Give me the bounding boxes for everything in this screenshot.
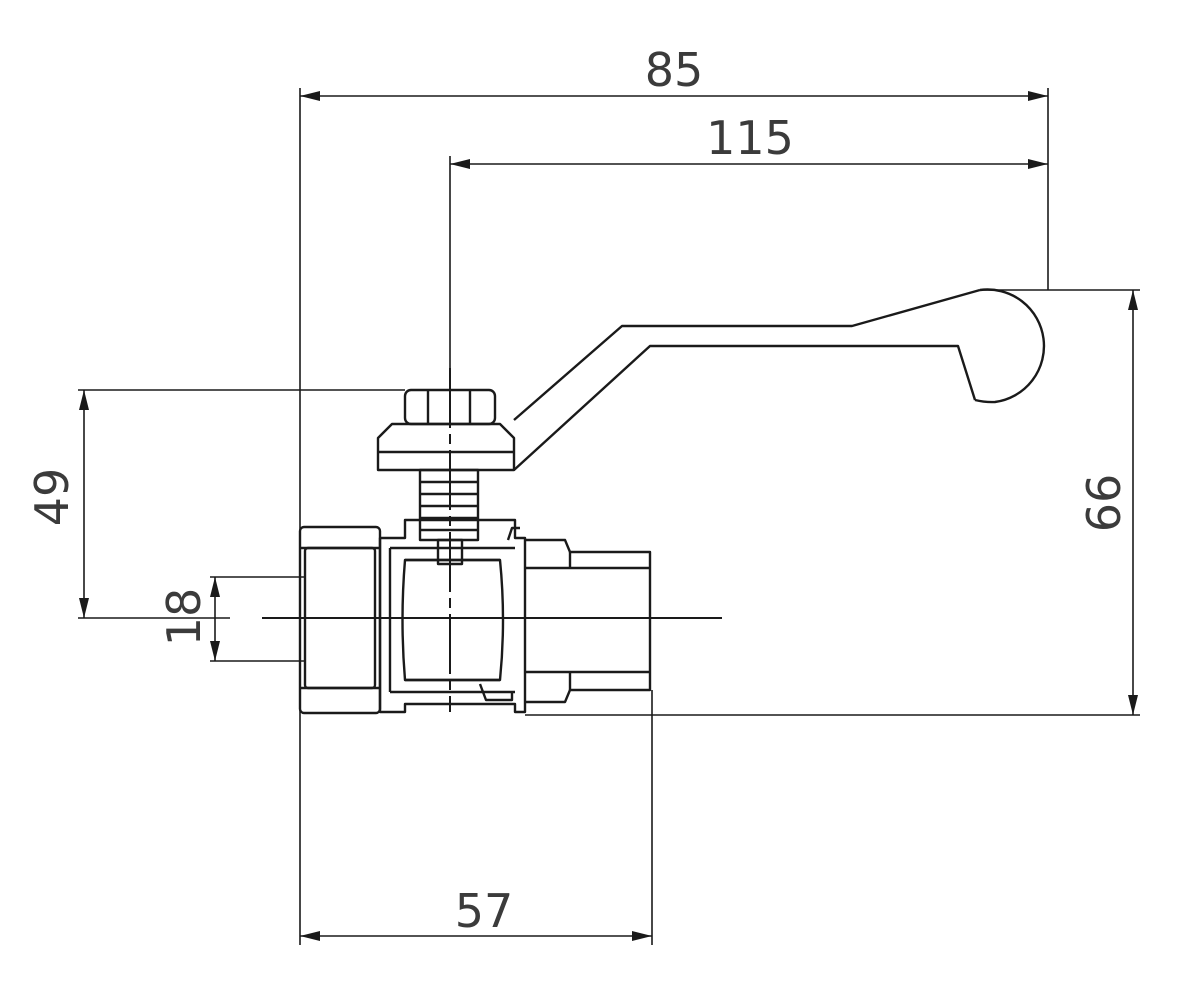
dim-label-49: 49 [25, 468, 79, 527]
dimension-labels: 85 115 66 49 18 57 [25, 43, 1131, 938]
center-lines [262, 368, 722, 712]
gland-nut [376, 422, 516, 472]
extension-lines [78, 88, 1140, 945]
valve-body [298, 388, 652, 715]
dim-label-115: 115 [706, 111, 794, 165]
dim-label-18: 18 [157, 588, 211, 647]
left-end-nut [298, 525, 382, 715]
lever-handle [513, 288, 1046, 471]
central-body [378, 518, 527, 714]
dim-label-85: 85 [645, 43, 704, 97]
dim-label-57: 57 [455, 884, 514, 938]
right-threaded-end [525, 538, 652, 704]
dimension-lines [79, 91, 1138, 941]
dim-label-66: 66 [1077, 474, 1131, 533]
ball [401, 558, 505, 682]
